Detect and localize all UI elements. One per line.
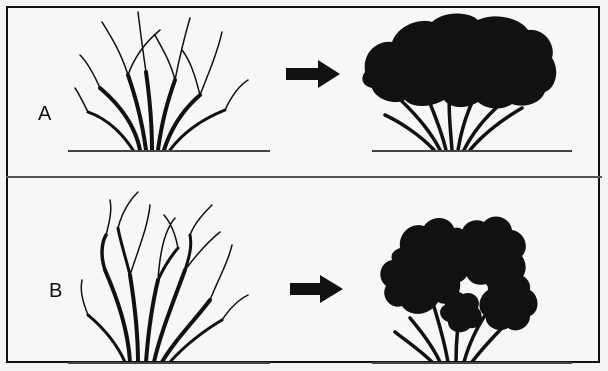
panel-a-after-tree bbox=[362, 14, 556, 151]
panel-b-after-tree bbox=[380, 216, 537, 362]
arrow-right-icon bbox=[286, 60, 340, 88]
panel-b-before-shrub bbox=[81, 192, 248, 362]
arrow-right-icon bbox=[290, 275, 343, 303]
panel-a-before-shrub bbox=[75, 12, 248, 150]
